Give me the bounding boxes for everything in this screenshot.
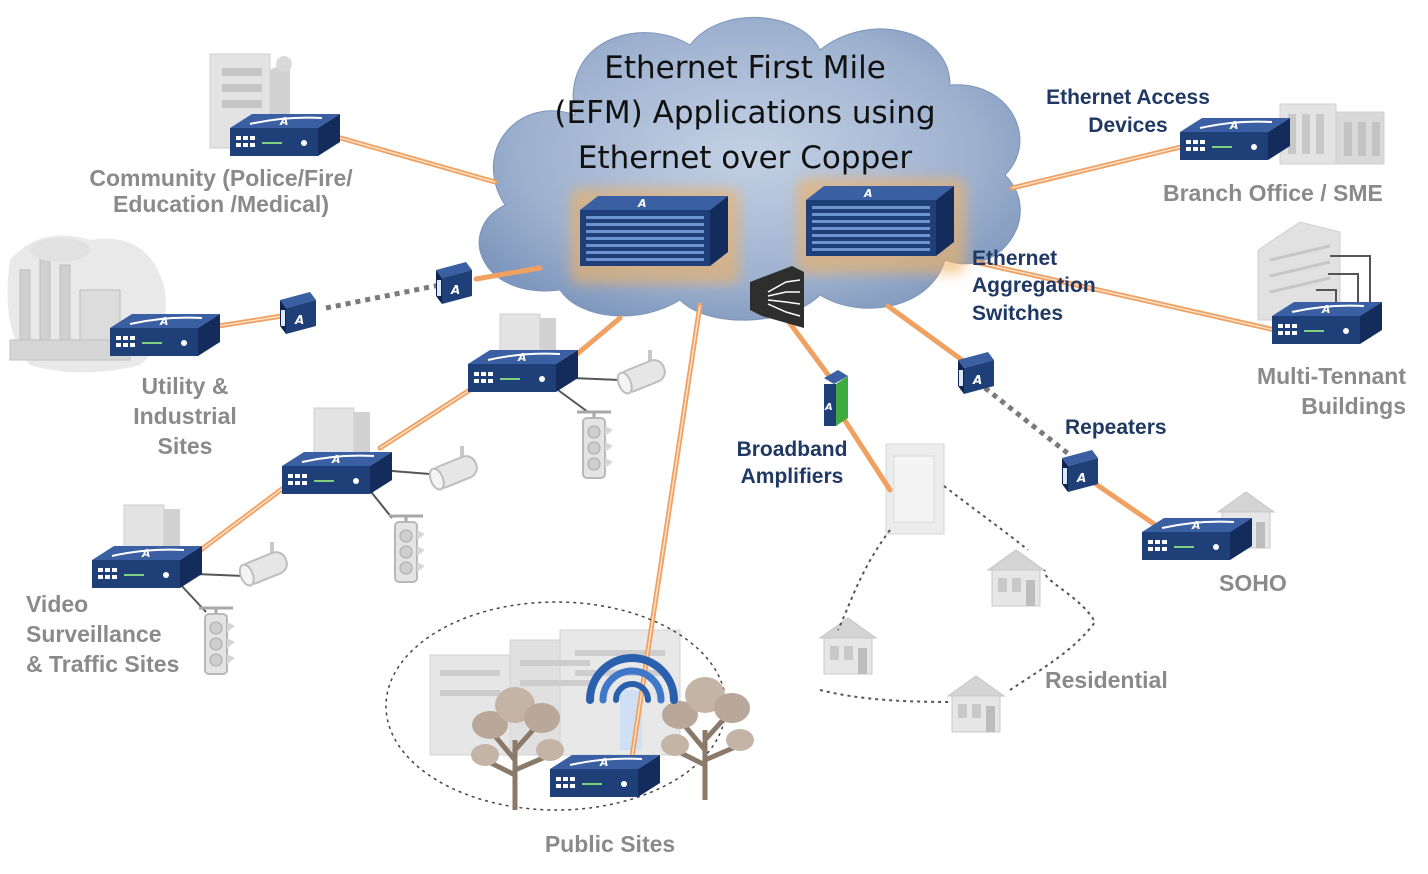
branch-office-label: Branch Office / SME xyxy=(1163,180,1383,206)
aggregation-switch-right[interactable] xyxy=(796,178,966,274)
access-device-multi-tenant[interactable] xyxy=(1271,301,1383,345)
repeater-soho-lower[interactable] xyxy=(1062,450,1098,492)
label-line: Sites xyxy=(157,432,213,459)
label-line: Ethernet Access xyxy=(1046,86,1210,109)
soho-label: SOHO xyxy=(1219,570,1287,596)
access-device-utility[interactable] xyxy=(109,313,221,357)
ethernet-aggregation-switches-label: Ethernet Aggregation Switches xyxy=(972,245,1096,327)
building-icon xyxy=(499,313,556,357)
video-surveillance-label: Video Surveillance & Traffic Sites xyxy=(26,590,179,680)
repeaters-label: Repeaters xyxy=(1065,416,1167,439)
public-sites-buildings-icon xyxy=(429,629,681,756)
repeater-dashed-links xyxy=(325,282,1072,457)
label-line: Community (Police/Fire/ xyxy=(89,165,353,191)
cloud-title-line: Ethernet First Mile xyxy=(604,50,886,86)
access-device-public[interactable] xyxy=(549,754,661,798)
label-line: & Traffic Sites xyxy=(26,650,180,677)
multi-tenant-building-icon xyxy=(1257,221,1371,321)
access-device-soho[interactable] xyxy=(1141,517,1253,561)
ethernet-access-devices-label: Ethernet Access Devices xyxy=(1030,84,1226,140)
repeater-utility-near[interactable] xyxy=(280,292,316,334)
label-line: Ethernet xyxy=(972,247,1058,270)
label-line: Video xyxy=(26,591,89,617)
broadband-amplifiers-label: Broadband Amplifiers xyxy=(726,436,858,491)
label-line: Devices xyxy=(1088,113,1168,137)
multi-tenant-label: Multi-Tennant Buildings xyxy=(1240,362,1406,422)
broadband-amplifier[interactable]: A xyxy=(824,370,848,426)
residential-house-icon xyxy=(819,617,877,675)
community-label: Community (Police/Fire/ Education /Medic… xyxy=(72,165,370,218)
splitter-icon xyxy=(750,266,804,328)
public-sites-label: Public Sites xyxy=(544,831,676,857)
cabinet-icon xyxy=(885,443,945,535)
label-line: Multi-Tennant xyxy=(1256,363,1406,389)
branch-office-building-icon xyxy=(1279,103,1385,165)
building-icon xyxy=(313,407,370,457)
label-line: Utility & xyxy=(141,373,229,399)
label-line: Aggregation xyxy=(972,274,1096,298)
orange-link-highlights xyxy=(189,134,1276,771)
access-device-video-2[interactable] xyxy=(281,451,393,495)
wifi-icon xyxy=(586,654,678,704)
residential-label: Residential xyxy=(1045,667,1168,693)
camera-icon xyxy=(235,540,292,590)
residential-house-icon xyxy=(987,549,1045,607)
label-line: Amplifiers xyxy=(740,465,844,489)
label-line: Surveillance xyxy=(26,620,162,647)
cloud-title: Ethernet First Mile (EFM) Applications u… xyxy=(540,46,950,181)
cloud-title-line: Ethernet over Copper xyxy=(577,140,913,176)
label-line: Education /Medical) xyxy=(113,190,329,217)
residential-dotted-loop xyxy=(819,485,1097,703)
utility-label: Utility & Industrial Sites xyxy=(120,372,250,462)
repeater-utility-far[interactable] xyxy=(436,262,472,304)
label-line: Broadband xyxy=(736,438,848,461)
label-line: Switches xyxy=(972,301,1064,325)
building-icon xyxy=(123,504,180,551)
residential-house-icon xyxy=(947,675,1005,733)
traffic-light-icon xyxy=(197,606,237,676)
access-device-video-3[interactable] xyxy=(91,545,203,589)
traffic-light-icon xyxy=(575,410,615,480)
camera-icon xyxy=(613,348,670,398)
access-device-community[interactable] xyxy=(229,113,341,157)
svg-text:A: A xyxy=(824,402,833,413)
aggregation-switch-left[interactable] xyxy=(570,188,740,284)
traffic-light-icon xyxy=(387,514,427,584)
label-line: Buildings xyxy=(1301,392,1406,419)
access-device-video-1[interactable] xyxy=(467,349,579,393)
label-line: Industrial xyxy=(133,402,237,429)
camera-icon xyxy=(425,444,482,494)
cloud-title-line: (EFM) Applications using xyxy=(554,95,936,131)
